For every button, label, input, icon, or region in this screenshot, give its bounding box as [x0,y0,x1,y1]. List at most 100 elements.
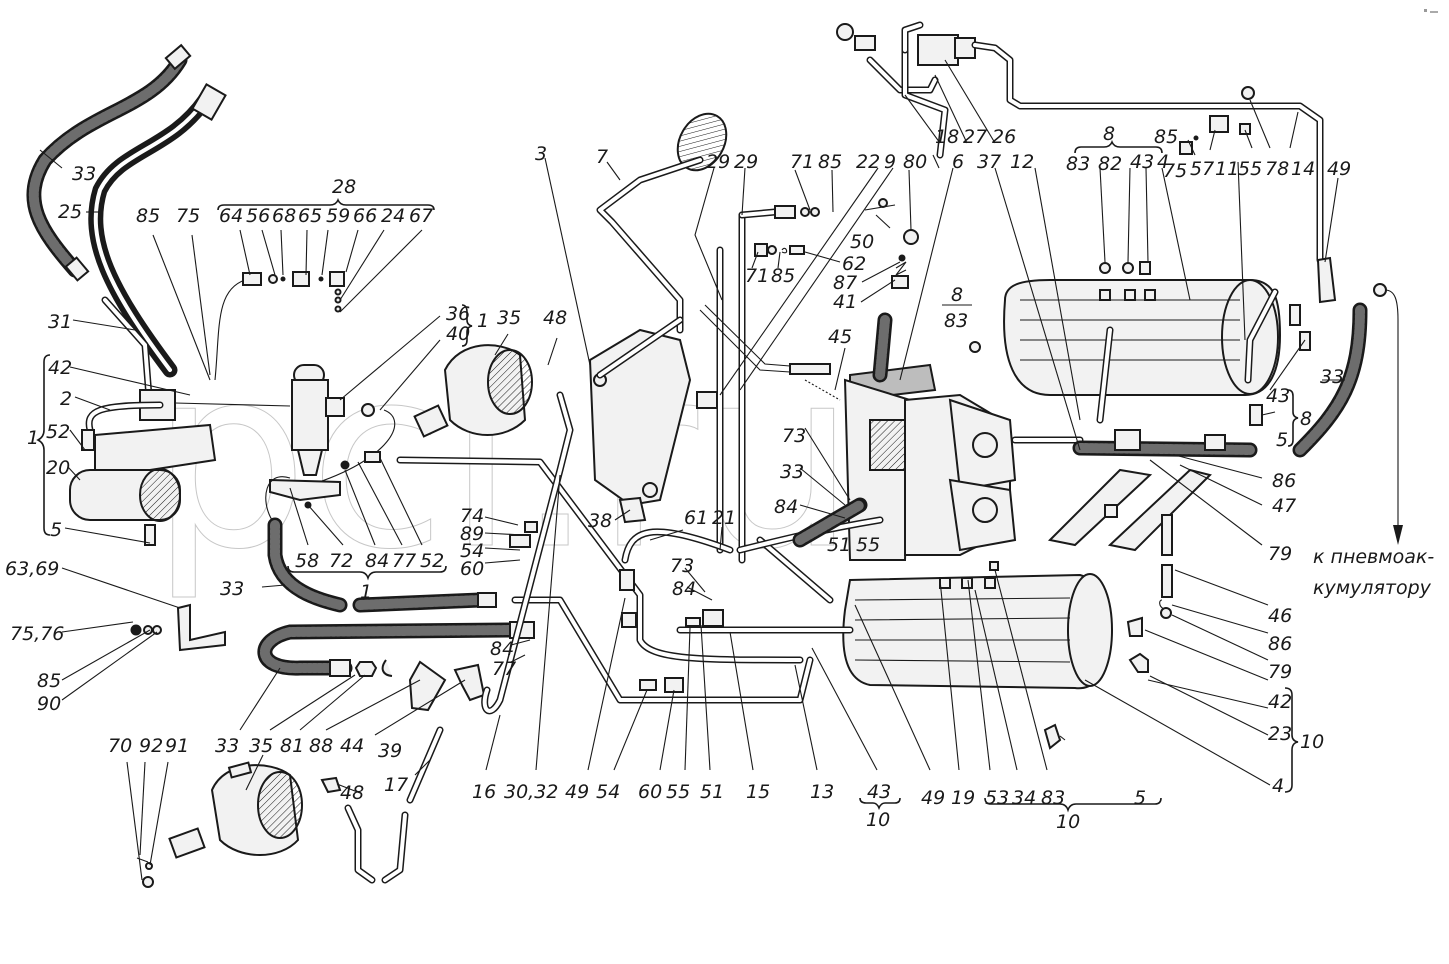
hose-33-top-left [26,43,192,282]
label-1: 1 [27,427,39,449]
label-85: 85 [136,205,160,227]
label-55: 55 [856,534,880,556]
label-71: 71 [790,151,814,173]
label-5: 5 [50,519,62,541]
brake-chamber-35-top [413,344,533,438]
clamp-58 [265,451,381,521]
receiver-20 [69,389,217,546]
label-57: 57 [1190,158,1214,180]
pipe-31 [101,296,154,414]
brake-chamber-35-bottom [168,761,303,859]
label-83: 83 [944,310,968,332]
label-39: 39 [378,740,402,762]
label-34: 34 [1012,787,1036,809]
label-62: 62 [842,253,866,275]
label-20: 20 [46,457,70,479]
pedal-7 [596,112,728,334]
label-4: 4 [1157,151,1169,173]
label-29: 29 [734,151,758,173]
label-75-76: 75,76 [10,623,64,645]
label-35: 35 [497,307,521,329]
label-55: 55 [1238,158,1262,180]
braces [36,139,1299,813]
label-22: 22 [856,151,880,173]
label-84: 84 [490,638,514,660]
label-33: 33 [1320,366,1344,388]
fitting-50 [864,198,896,211]
label-66: 66 [353,205,377,227]
fittings-43-5-right [1249,304,1311,426]
label-77: 77 [392,550,416,572]
label-59: 59 [326,205,350,227]
fitting-80-87-41 [891,229,919,289]
leader-lines [39,59,1345,881]
pipe-pedal-link [699,304,841,401]
label-60: 60 [460,558,484,580]
label-40: 40 [446,323,470,345]
label-73: 73 [782,425,806,447]
label-88: 88 [309,735,333,757]
label-73: 73 [670,555,694,577]
hose-25 [88,83,227,378]
label-68: 68 [272,205,296,227]
label-3: 3 [535,143,547,165]
label-64: 64 [219,205,243,227]
receiver-4-bottom [842,561,1113,690]
label-51: 51 [700,781,724,803]
label-38: 38 [588,510,612,532]
label-33: 33 [780,461,804,483]
label-5: 5 [1276,429,1288,451]
label-79: 79 [1268,661,1292,683]
label-8: 8 [951,284,963,306]
label-30-32: 30,32 [504,781,558,803]
label-44: 44 [340,735,364,757]
label-86: 86 [1268,633,1292,655]
label-35: 35 [249,735,273,757]
label-71: 71 [745,265,769,287]
label-75: 75 [176,205,200,227]
label-85: 85 [37,670,61,692]
label-60: 60 [638,781,662,803]
brake-valve-main [843,312,1084,561]
label-89: 89 [460,523,484,545]
label-12: 12 [1010,151,1034,173]
label-8: 8 [1300,408,1312,430]
label-36: 36 [446,303,470,325]
label-18: 18 [935,126,959,148]
label-63-69: 63,69 [5,558,59,580]
label-56: 56 [246,205,270,227]
label-41: 41 [833,291,857,313]
label-24: 24 [381,205,405,227]
label-74: 74 [460,505,484,527]
label-83: 83 [1066,153,1090,175]
label-46: 46 [1268,605,1292,627]
label-10: 10 [1056,811,1080,833]
label-49: 49 [565,781,589,803]
brake-linkage-rod [1047,429,1258,552]
label-85: 85 [1154,126,1178,148]
label-82: 82 [1098,153,1122,175]
label-45: 45 [828,326,852,348]
label-31: 31 [48,311,72,333]
label-58: 58 [295,550,319,572]
label-87: 87 [833,272,857,294]
label-42: 42 [1268,691,1292,713]
label-65: 65 [298,205,322,227]
label-37: 37 [977,151,1001,173]
spring-46-set [1043,514,1173,750]
label-28: 28 [332,176,356,198]
label-47: 47 [1272,495,1296,517]
label-48: 48 [543,307,567,329]
hose-33-right [1292,256,1403,545]
label-23: 23 [1268,723,1292,745]
corner-mark [1424,9,1438,13]
top-valve-assembly [836,21,1324,264]
label-10: 10 [1300,731,1324,753]
label-92: 92 [139,735,163,757]
label-16: 16 [472,781,496,803]
label-91: 91 [165,735,189,757]
label-43: 43 [1130,151,1154,173]
label-2: 2 [60,388,72,410]
label-81: 81 [280,735,304,757]
label-13: 13 [810,781,834,803]
